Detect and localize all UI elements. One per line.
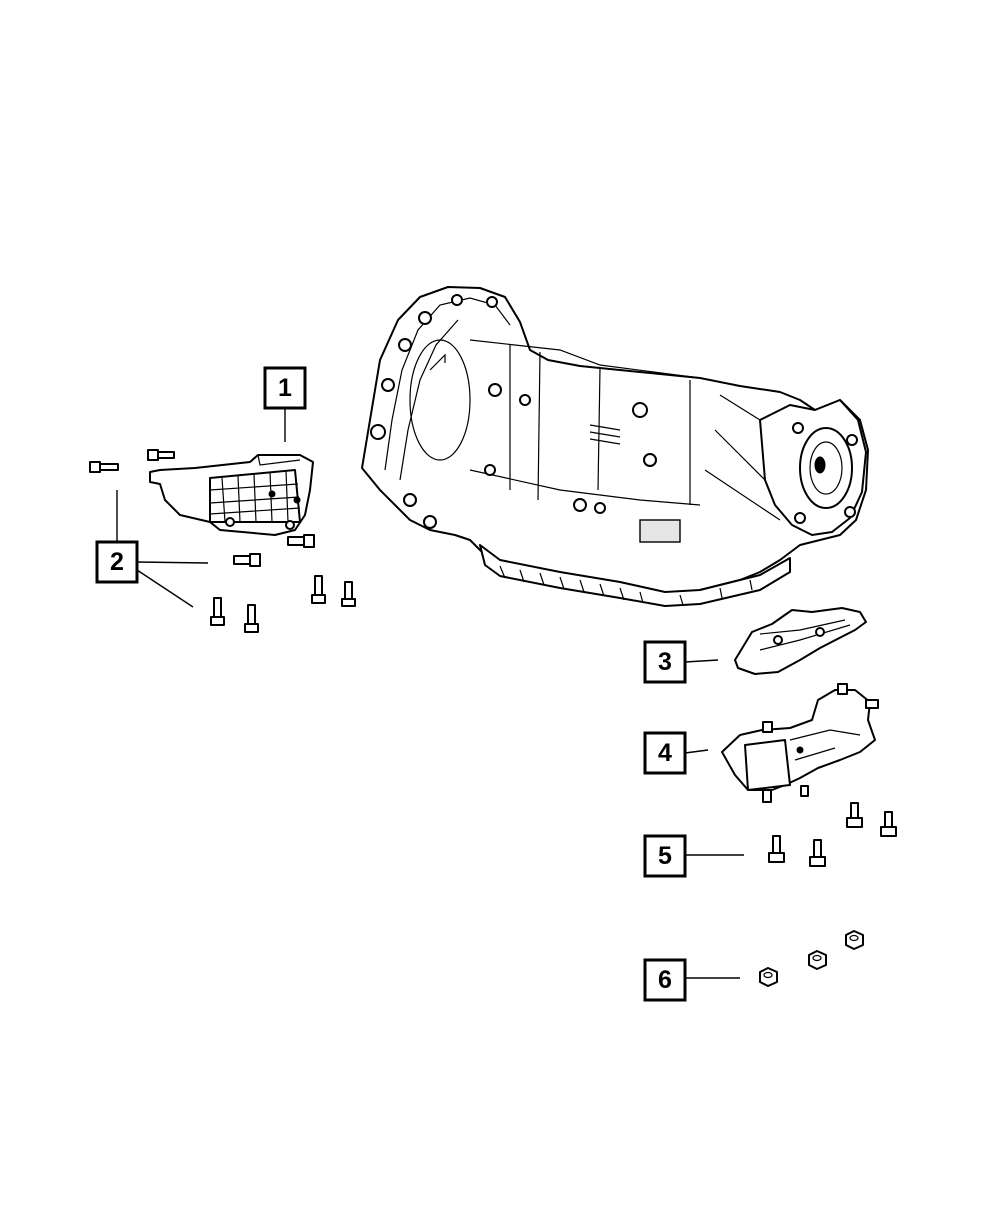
mount-bolt[interactable] [768,835,785,863]
mount-bolt-group [768,802,897,867]
callout-2[interactable]: 2 [95,540,139,584]
bolt[interactable] [210,597,225,626]
nut-group [759,930,864,987]
callout-6[interactable]: 6 [643,958,687,1002]
callout-5-label: 5 [658,842,672,870]
callout-6-label: 6 [658,966,672,994]
bolt[interactable] [147,449,175,461]
leader-2b [136,561,209,564]
mount-bolt[interactable] [846,802,863,828]
callout-4-label: 4 [658,739,672,767]
nut[interactable] [808,950,827,970]
mount-bracket[interactable] [734,607,867,675]
nut[interactable] [759,967,778,987]
callout-3[interactable]: 3 [643,640,687,684]
transmission-assembly[interactable] [361,286,869,607]
nut[interactable] [845,930,864,950]
callout-2-label: 2 [110,548,124,576]
bolt[interactable] [287,534,315,548]
callout-5[interactable]: 5 [643,834,687,878]
bolt[interactable] [89,461,119,473]
leader-4 [684,749,709,754]
bolt[interactable] [311,575,326,604]
mount-bolt[interactable] [809,839,826,867]
transmission-mount[interactable] [721,683,879,803]
leader-2c [136,569,194,608]
callout-3-label: 3 [658,648,672,676]
bolt-group-2 [89,449,356,633]
mount-bolt[interactable] [880,811,897,837]
callout-1-label: 1 [278,374,292,402]
bolt[interactable] [233,553,261,567]
skid-plate[interactable] [149,454,314,536]
callout-4[interactable]: 4 [643,731,687,775]
leader-3 [684,659,719,663]
bolt[interactable] [341,581,356,607]
callout-1[interactable]: 1 [263,366,307,410]
bolt[interactable] [244,604,259,633]
